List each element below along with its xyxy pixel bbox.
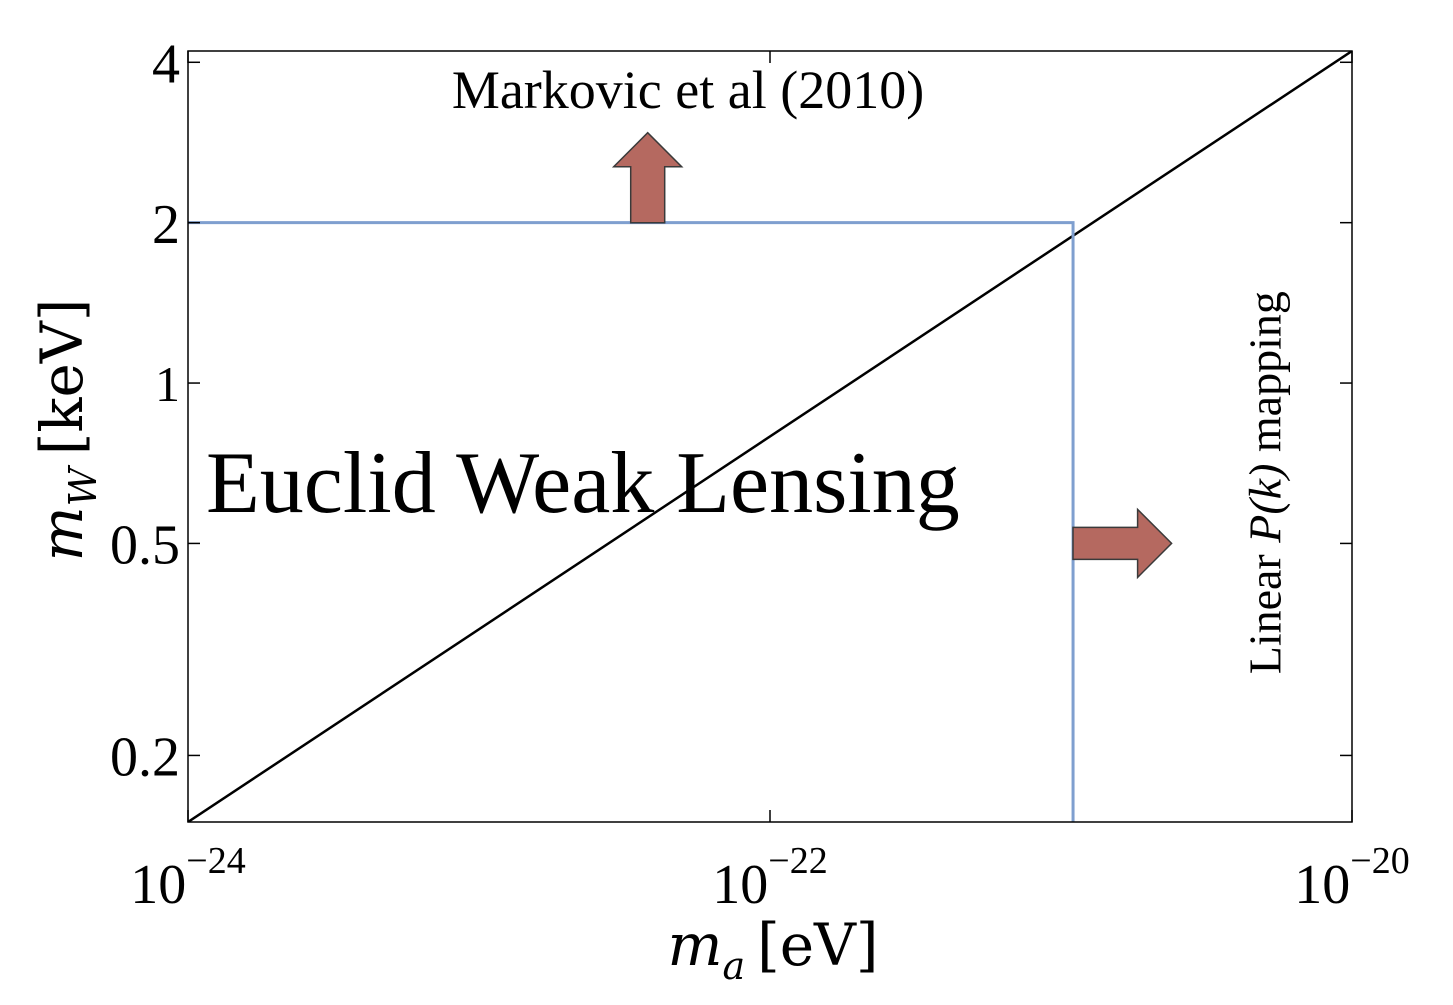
x-axis-label-var: m bbox=[667, 911, 722, 979]
annotation-2: Linear P(k) mapping bbox=[1239, 291, 1290, 674]
y-axis-label-sub: W bbox=[61, 464, 105, 506]
y-axis-label-unit: [keV] bbox=[28, 299, 96, 456]
x-axis-label-unit: [eV] bbox=[757, 911, 878, 979]
plot-content bbox=[188, 51, 1352, 822]
series-line-0 bbox=[188, 51, 1352, 822]
x-axis-label-sub: a bbox=[722, 944, 745, 988]
y-axis-label: mW [keV] bbox=[28, 299, 105, 562]
x-tick-label-exp-0: −24 bbox=[186, 840, 245, 882]
y-tick-label-1: 0.5 bbox=[110, 515, 180, 577]
arrow-up-0 bbox=[611, 131, 684, 224]
x-axis-label: ma [eV] bbox=[667, 911, 878, 988]
annotation-2-part-1: Linear bbox=[1239, 543, 1290, 675]
y-tick-label-2: 1 bbox=[155, 356, 180, 412]
annotation-0: Markovic et al (2010) bbox=[452, 60, 924, 120]
x-tick-label-0: 10−24 bbox=[130, 840, 245, 916]
x-tick-label-base-1: 10 bbox=[712, 854, 768, 916]
x-tick-label-exp-1: −22 bbox=[768, 840, 827, 882]
x-tick-label-2: 10−20 bbox=[1294, 840, 1409, 916]
y-axis-label-var: m bbox=[28, 506, 96, 561]
annotation-1: Euclid Weak Lensing bbox=[206, 435, 960, 532]
arrow-right-1 bbox=[1072, 507, 1173, 580]
x-tick-label-base-2: 10 bbox=[1294, 854, 1350, 916]
y-tick-label-3: 2 bbox=[152, 194, 180, 256]
annotation-2-math: P(k) bbox=[1239, 452, 1290, 544]
annotations: Markovic et al (2010) Euclid Weak Lensing… bbox=[206, 60, 1290, 674]
arrows bbox=[611, 131, 1173, 580]
x-tick-label-1: 10−22 bbox=[712, 840, 827, 916]
series-line-1 bbox=[188, 221, 1075, 822]
x-tick-label-exp-2: −20 bbox=[1350, 840, 1409, 882]
y-tick-label-0: 0.2 bbox=[110, 727, 180, 789]
x-tick-label-base-0: 10 bbox=[130, 854, 186, 916]
annotation-2-part-2: mapping bbox=[1239, 291, 1290, 452]
y-tick-label-4: 4 bbox=[152, 33, 180, 95]
